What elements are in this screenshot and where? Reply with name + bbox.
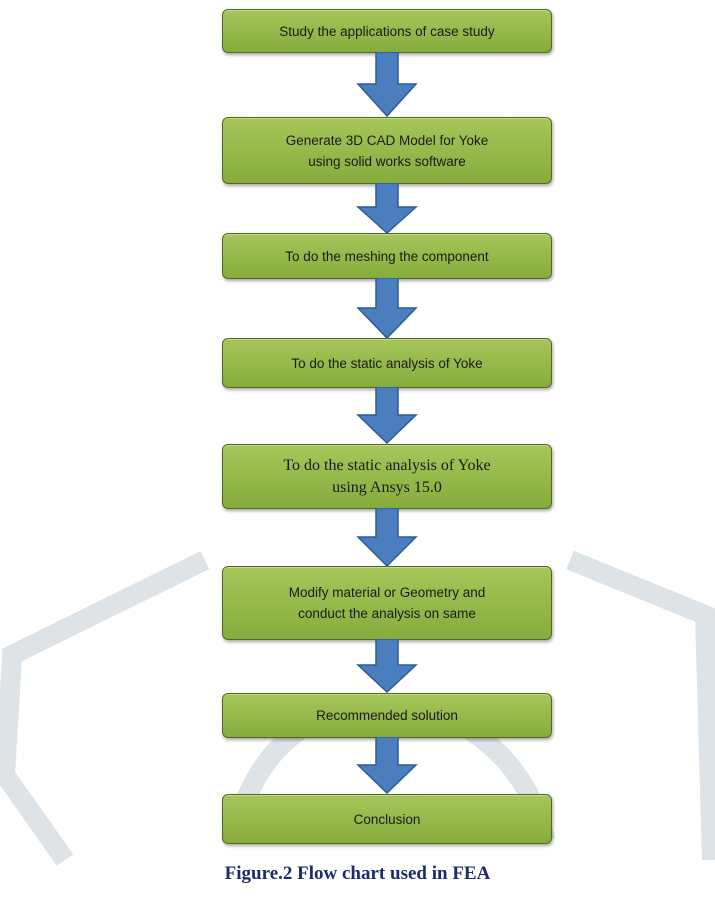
step-box-4: To do the static analysis of Yoke: [222, 338, 552, 388]
step-label-1: Study the applications of case study: [279, 23, 495, 39]
step-label-8: Conclusion: [353, 811, 421, 827]
step-box-6: Modify material or Geometry and conduct …: [222, 566, 552, 640]
step-label-7: Recommended solution: [316, 708, 458, 723]
arrow-down-icon: [356, 639, 418, 694]
step-box-7: Recommended solution: [222, 693, 552, 738]
arrow-down-icon: [356, 387, 418, 445]
arrow-down-icon: [356, 183, 418, 235]
arrow-down-icon: [356, 737, 418, 795]
step-label-2: Generate 3D CAD Model for Yoke using sol…: [285, 132, 489, 169]
arrow-down-icon: [356, 52, 418, 118]
step-label-5: To do the static analysis of Yoke using …: [283, 456, 491, 496]
step-box-3: To do the meshing the component: [222, 233, 552, 279]
step-label-4: To do the static analysis of Yoke: [291, 355, 483, 371]
step-box-8: Conclusion: [222, 794, 552, 844]
step-label-3: To do the meshing the component: [285, 248, 489, 264]
step-box-2: Generate 3D CAD Model for Yoke using sol…: [222, 117, 552, 184]
arrow-down-icon: [356, 278, 418, 340]
step-label-6: Modify material or Geometry and conduct …: [288, 585, 486, 621]
step-box-1: Study the applications of case study: [222, 9, 552, 53]
step-box-5: To do the static analysis of Yoke using …: [222, 444, 552, 509]
arrow-down-icon: [356, 508, 418, 568]
figure-caption: Figure.2 Flow chart used in FEA: [224, 863, 491, 884]
